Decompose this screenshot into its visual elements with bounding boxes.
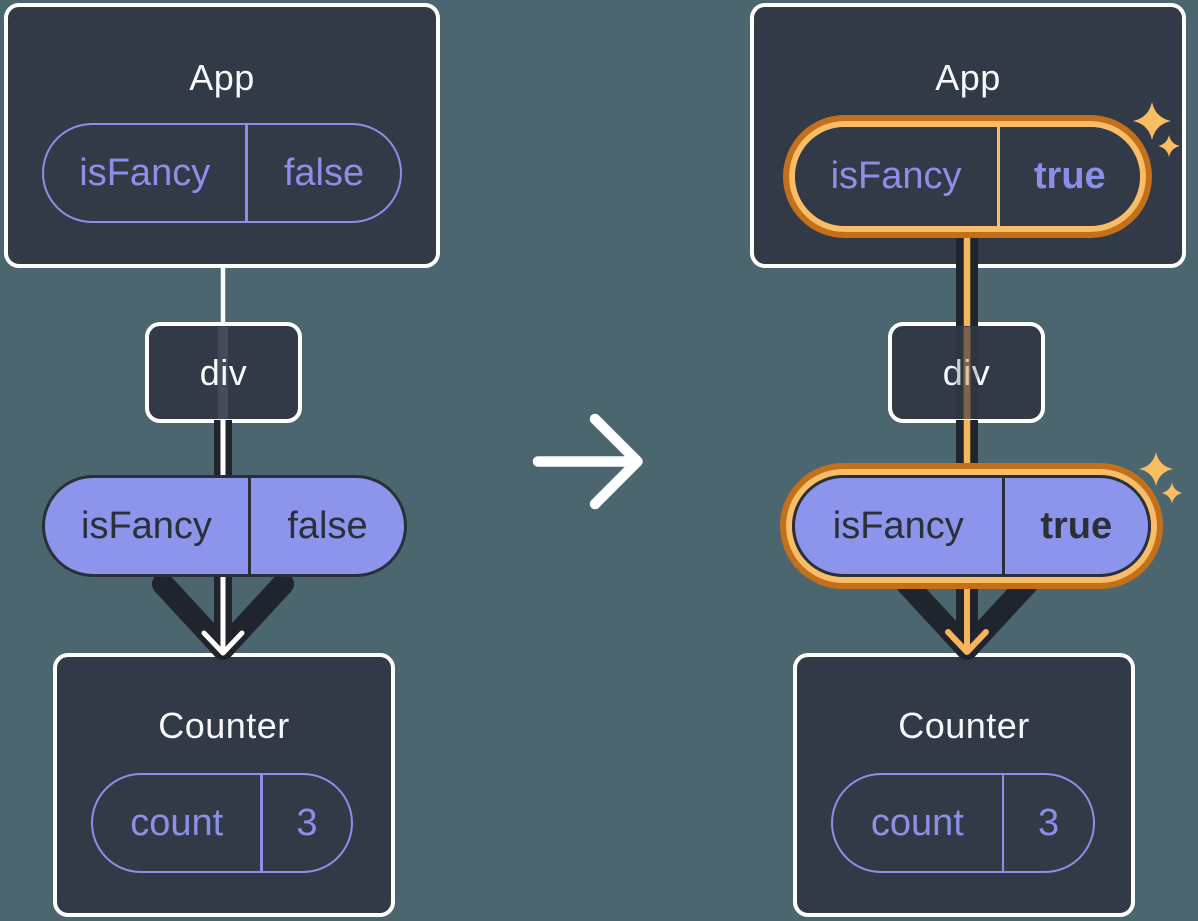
pill-divider	[1001, 478, 1005, 574]
prop-arrowhead-icon	[152, 573, 294, 660]
prop-value: false	[283, 151, 365, 194]
highlight-ring-inner: isFancy true	[789, 121, 1146, 232]
state-name: count	[870, 801, 964, 844]
pill-divider	[245, 125, 248, 221]
prop-value: false	[287, 504, 368, 547]
div-label: div	[942, 351, 991, 393]
highlight-ring-inner: isFancy true	[786, 469, 1157, 583]
counter-state-pill-after: count 3	[831, 773, 1095, 873]
passed-prop-pill-after: isFancy true	[792, 475, 1151, 577]
passed-prop-highlight-ring: isFancy true	[780, 463, 1163, 589]
div-card-before: div	[145, 322, 302, 423]
pill-divider	[260, 775, 263, 871]
prop-name: isFancy	[81, 504, 212, 547]
prop-name: isFancy	[830, 155, 962, 197]
render-arrow-icon	[201, 571, 245, 656]
prop-value: true	[1040, 504, 1113, 547]
app-title: App	[935, 57, 1001, 98]
sparkle-icon	[1161, 482, 1183, 504]
div-label: div	[199, 351, 248, 393]
counter-title: Counter	[158, 705, 290, 746]
pill-divider	[1001, 775, 1005, 871]
prop-arrowhead-icon	[896, 573, 1038, 660]
passed-prop-pill-before: isFancy false	[42, 475, 407, 577]
prop-name: isFancy	[79, 151, 211, 194]
prop-value: true	[1033, 155, 1106, 197]
app-prop-pill-after: isFancy true	[795, 127, 1140, 226]
state-value: 3	[1038, 801, 1060, 844]
state-name: count	[130, 801, 224, 844]
pill-divider	[247, 478, 251, 574]
div-card-after: div	[888, 322, 1045, 423]
state-value: 3	[296, 801, 318, 844]
app-prop-highlight-ring: isFancy true	[783, 115, 1152, 238]
counter-state-pill-before: count 3	[91, 773, 353, 873]
app-title: App	[189, 57, 255, 98]
transition-arrow-icon	[532, 413, 643, 510]
counter-title: Counter	[898, 705, 1030, 746]
app-prop-pill-before: isFancy false	[42, 123, 402, 223]
pill-divider	[997, 127, 1000, 226]
prop-name: isFancy	[832, 504, 964, 547]
